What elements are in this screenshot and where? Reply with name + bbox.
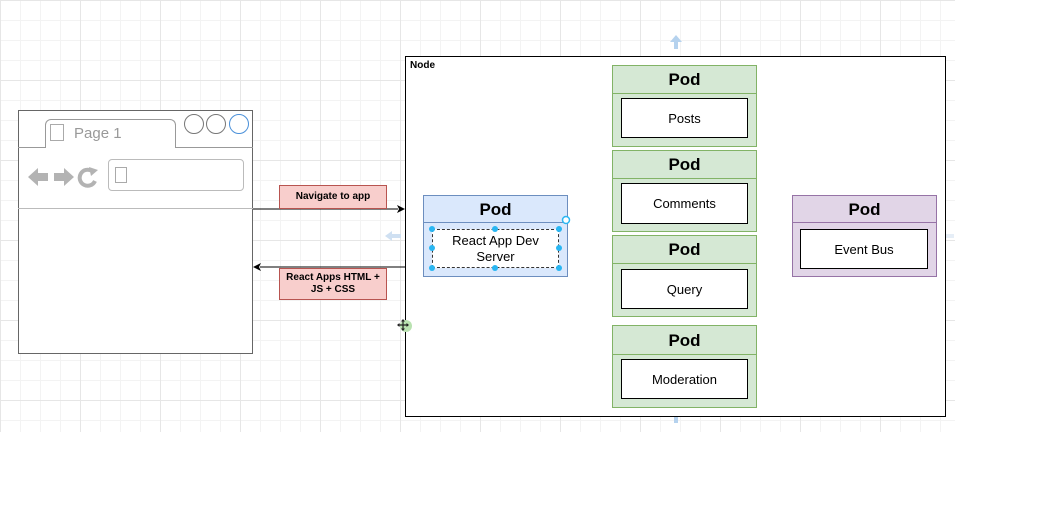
- window-button-icon: [229, 114, 249, 134]
- reload-icon: [77, 167, 98, 188]
- window-button-icon: [206, 114, 226, 134]
- forward-arrow-icon: [54, 168, 74, 186]
- navigate-arrow: [253, 205, 405, 213]
- service-comments[interactable]: Comments: [621, 183, 748, 224]
- connect-arrow-up-icon[interactable]: [668, 34, 684, 50]
- browser-mockup[interactable]: [18, 110, 253, 354]
- back-arrow-icon: [28, 168, 48, 186]
- selection-handle[interactable]: [556, 226, 562, 232]
- page-icon: [50, 124, 64, 141]
- service-event-bus[interactable]: Event Bus: [800, 229, 928, 269]
- connect-arrow-down-icon[interactable]: [668, 417, 684, 431]
- service-moderation[interactable]: Moderation: [621, 359, 748, 399]
- response-arrow: [253, 263, 405, 271]
- service-react-app[interactable]: React App Dev Server: [432, 229, 559, 268]
- pod-title: Pod: [479, 200, 512, 219]
- selection-handle[interactable]: [556, 245, 562, 251]
- connect-arrow-left-icon[interactable]: [384, 230, 402, 242]
- rotate-handle-icon[interactable]: [561, 215, 571, 225]
- connect-arrow-right-icon[interactable]: [946, 230, 960, 242]
- pod-divider: [612, 354, 757, 355]
- selection-handle[interactable]: [492, 226, 498, 232]
- selection-handle[interactable]: [492, 265, 498, 271]
- selection-handle[interactable]: [556, 265, 562, 271]
- pod-title: Pod: [848, 200, 881, 219]
- pod-divider: [423, 222, 568, 223]
- pod-title: Pod: [668, 331, 701, 350]
- browser-tab-divider-right: [176, 147, 253, 148]
- pod-title: Pod: [668, 70, 701, 89]
- navigate-label[interactable]: Navigate to app: [279, 185, 387, 209]
- window-button-icon: [184, 114, 204, 134]
- pod-divider: [612, 93, 757, 94]
- service-query[interactable]: Query: [621, 269, 748, 309]
- pod-title: Pod: [668, 155, 701, 174]
- selection-handle[interactable]: [429, 265, 435, 271]
- response-label[interactable]: React Apps HTML + JS + CSS: [279, 268, 387, 300]
- pod-divider: [612, 263, 757, 264]
- browser-tab[interactable]: [45, 119, 176, 148]
- browser-toolbar-divider: [18, 208, 253, 209]
- pod-divider: [612, 178, 757, 179]
- edges-layer: [253, 205, 405, 271]
- pod-title: Pod: [668, 240, 701, 259]
- address-bar[interactable]: [108, 159, 244, 191]
- service-posts[interactable]: Posts: [621, 98, 748, 138]
- move-cursor-icon: [397, 319, 412, 332]
- page-icon: [115, 167, 127, 183]
- browser-nav-icons: [28, 167, 98, 188]
- selection-handle[interactable]: [429, 226, 435, 232]
- selection-handle[interactable]: [429, 245, 435, 251]
- node-label: Node: [410, 60, 435, 71]
- browser-tab-label: Page 1: [74, 125, 122, 142]
- pod-divider: [792, 222, 937, 223]
